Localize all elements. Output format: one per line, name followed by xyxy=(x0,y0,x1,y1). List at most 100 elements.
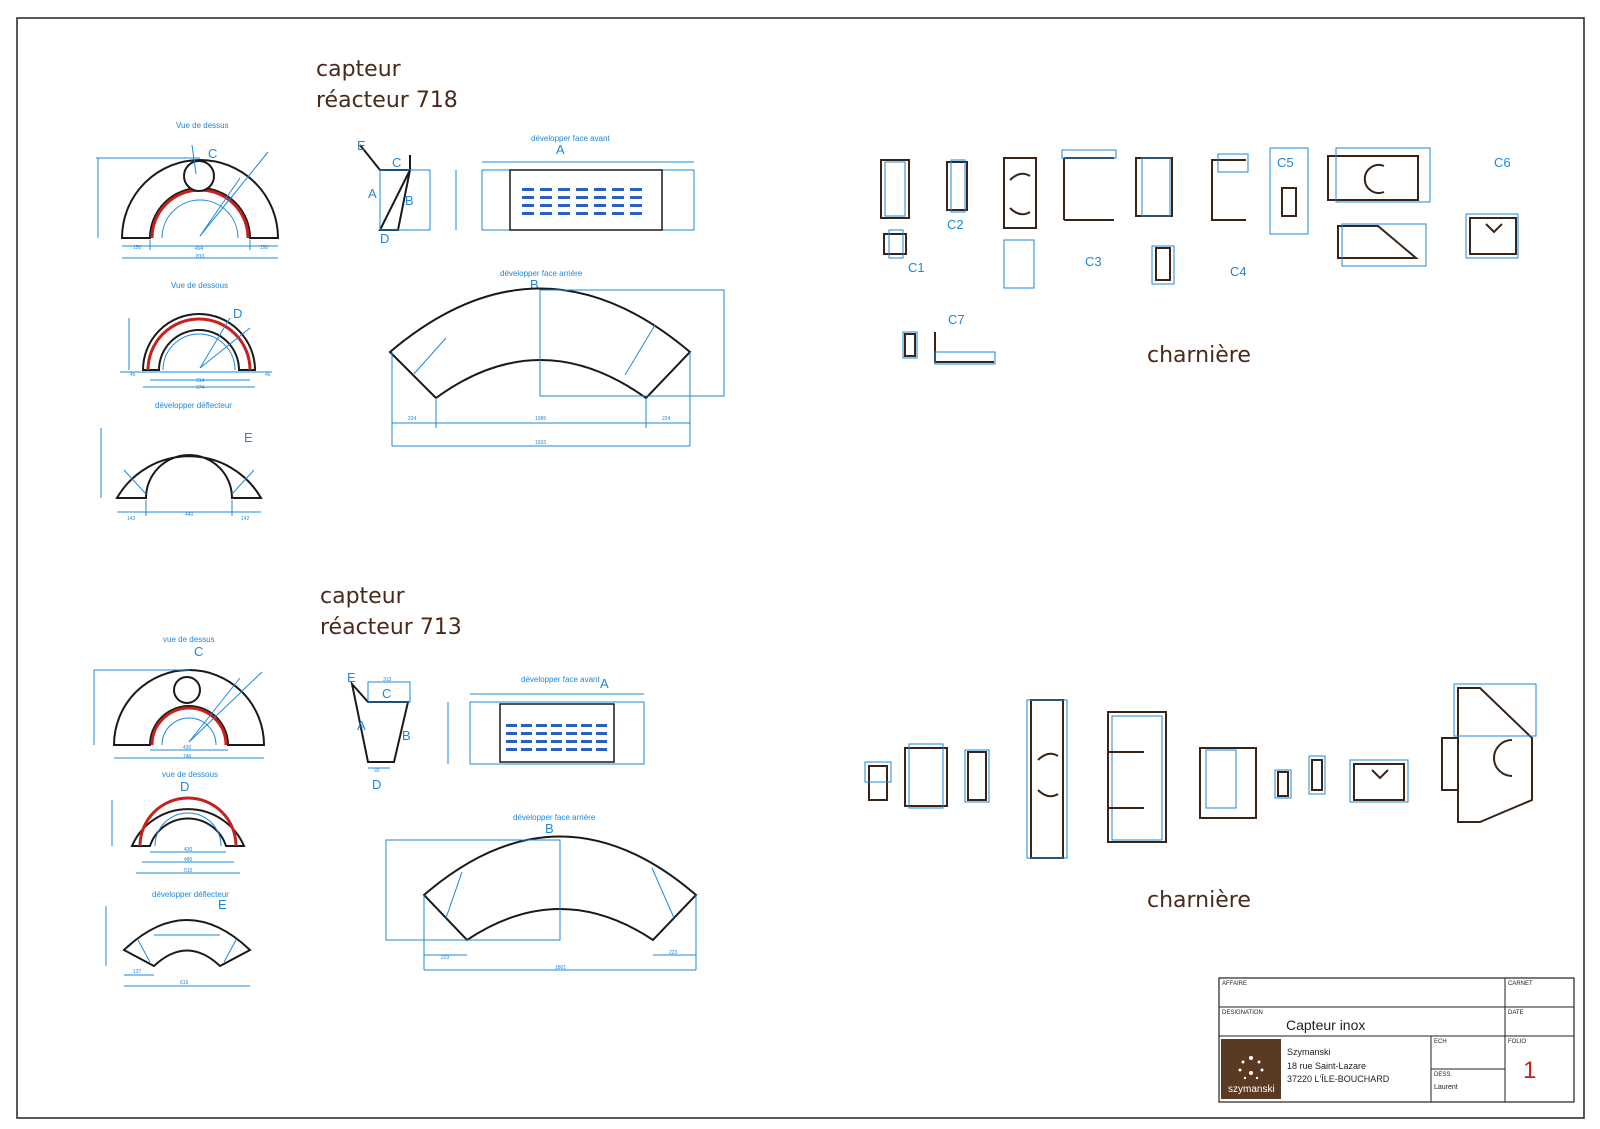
top-profile-view: E C A B D xyxy=(357,138,431,246)
top-vue-dessus-caption: Vue de dessus xyxy=(176,121,229,130)
top-title-line2: réacteur 718 xyxy=(316,88,458,113)
bottom-dim-93: 93 xyxy=(374,768,380,774)
top-profile-label-C: C xyxy=(392,155,401,170)
top-face-avant-slots xyxy=(522,188,642,215)
top-profile-label-B: B xyxy=(405,193,414,208)
bottom-dim-1801: 1801 xyxy=(555,965,566,971)
bottom-profile-label-C: C xyxy=(382,686,391,701)
top-part-C4: C4 xyxy=(1230,264,1247,279)
top-dim-1533: 1533 xyxy=(535,440,546,446)
logo-mark xyxy=(1238,1056,1264,1080)
bottom-label-E: E xyxy=(218,897,227,912)
bottom-dim-510: 510 xyxy=(184,868,193,874)
bottom-face-arriere-caption: développer face arrière xyxy=(513,813,596,822)
bottom-face-arriere: développer face arrière B 223 223 1801 xyxy=(385,813,698,971)
top-vue-dessous: Vue de dessous D 45 314 45 374 xyxy=(120,281,272,391)
bottom-face-avant-label-A: A xyxy=(600,676,609,691)
top-dim-150a: 150 xyxy=(133,245,142,251)
bottom-dim-480: 480 xyxy=(184,857,193,863)
bottom-section-reacteur-713: capteur réacteur 713 vue de dessus C 430… xyxy=(93,584,1537,987)
bottom-profile-view: 313 93 E C A B D xyxy=(347,670,411,792)
bottom-deflecteur: développer déflecteur E 137 619 xyxy=(105,890,252,987)
bottom-deflecteur-caption: développer déflecteur xyxy=(152,890,229,899)
top-deflecteur: développer déflecteur E 142 440 142 xyxy=(100,401,263,522)
bottom-vue-dessus-caption: vue de dessus xyxy=(163,635,215,644)
top-face-arriere: développer face arrière B 224 1085 224 1… xyxy=(388,269,725,447)
top-title-line1: capteur xyxy=(316,57,402,82)
top-profile-label-A: A xyxy=(368,186,377,201)
ech-label: ECH xyxy=(1434,1039,1447,1045)
affaire-label: AFFAIRE xyxy=(1222,981,1247,987)
bottom-dim-223a: 223 xyxy=(441,955,450,961)
top-part-C6: C6 xyxy=(1494,155,1511,170)
top-charniere-parts: C1 C2 C3 C4 C5 C6 xyxy=(880,147,1519,365)
top-dim-142a: 142 xyxy=(127,516,136,522)
top-label-D: D xyxy=(233,306,242,321)
top-face-avant: développer face avant A xyxy=(455,134,695,231)
top-dim-150b: 150 xyxy=(260,245,269,251)
top-dim-142b: 142 xyxy=(241,516,250,522)
company-address2: 37220 L'ÎLE-BOUCHARD xyxy=(1287,1074,1390,1084)
bottom-label-D: D xyxy=(180,779,189,794)
top-dim-314: 314 xyxy=(196,378,205,384)
top-dim-45b: 45 xyxy=(265,372,271,378)
folio-value: 1 xyxy=(1523,1057,1536,1084)
bottom-profile-label-D: D xyxy=(372,777,381,792)
bottom-vue-dessous-caption: vue de dessous xyxy=(162,770,218,779)
bottom-title-line1: capteur xyxy=(320,584,406,609)
bottom-charniere-parts xyxy=(864,683,1537,859)
dess-label: DESS. xyxy=(1434,1072,1452,1078)
bottom-dim-137: 137 xyxy=(133,969,142,975)
top-dim-1085: 1085 xyxy=(535,416,546,422)
top-part-C7: C7 xyxy=(948,312,965,327)
designation-value: Capteur inox xyxy=(1286,1017,1365,1033)
logo-text: szymanski xyxy=(1228,1084,1275,1095)
top-face-arriere-caption: développer face arrière xyxy=(500,269,583,278)
top-part-C1: C1 xyxy=(908,260,925,275)
bottom-face-avant-caption: développer face avant xyxy=(521,675,601,684)
bottom-face-avant-slots xyxy=(506,724,607,751)
bottom-dim-313: 313 xyxy=(383,677,392,683)
sheet-border xyxy=(16,17,1585,1119)
bottom-dim-746: 746 xyxy=(183,754,192,760)
bottom-face-arriere-label-B: B xyxy=(545,821,554,836)
bottom-label-C: C xyxy=(194,644,203,659)
top-label-C: C xyxy=(208,146,217,161)
designation-label: DESIGNATION xyxy=(1222,1010,1263,1016)
top-label-E: E xyxy=(244,430,253,445)
top-section-reacteur-718: capteur réacteur 718 Vue de dessus C 150… xyxy=(96,57,1519,522)
bottom-dim-430b: 430 xyxy=(184,847,193,853)
top-profile-label-D: D xyxy=(380,231,389,246)
bottom-dim-619: 619 xyxy=(180,980,189,986)
top-vue-dessus: Vue de dessus C 150 494 150 810 xyxy=(96,121,280,260)
top-charniere-title: charnière xyxy=(1147,343,1251,368)
company-address1: 18 rue Saint-Lazare xyxy=(1287,1061,1366,1071)
top-part-C5: C5 xyxy=(1277,155,1294,170)
bottom-title-line2: réacteur 713 xyxy=(320,615,462,640)
company-logo xyxy=(1221,1039,1281,1099)
top-profile-label-E: E xyxy=(357,138,366,153)
top-deflecteur-caption: développer déflecteur xyxy=(155,401,232,410)
bottom-vue-dessous: vue de dessous D 430 480 510 xyxy=(111,770,246,874)
date-label: DATE xyxy=(1508,1010,1524,1016)
top-dim-440: 440 xyxy=(185,512,194,518)
bottom-face-avant: développer face avant A xyxy=(447,675,645,765)
top-dim-374: 374 xyxy=(196,385,205,391)
top-part-C3: C3 xyxy=(1085,254,1102,269)
top-vue-dessous-caption: Vue de dessous xyxy=(171,281,228,290)
bottom-profile-label-B: B xyxy=(402,728,411,743)
top-dim-45a: 45 xyxy=(130,372,136,378)
bottom-dim-430a: 430 xyxy=(183,745,192,751)
top-face-avant-caption: développer face avant xyxy=(531,134,611,143)
bottom-dim-223b: 223 xyxy=(669,950,678,956)
bottom-profile-label-E: E xyxy=(347,670,356,685)
carnet-label: CARNET xyxy=(1508,981,1533,987)
top-dim-224b: 224 xyxy=(662,416,671,422)
folio-label: FOLIO xyxy=(1508,1039,1526,1045)
top-face-avant-label-A: A xyxy=(556,142,565,157)
top-dim-224a: 224 xyxy=(408,416,417,422)
top-part-C2: C2 xyxy=(947,217,964,232)
bottom-profile-label-A: A xyxy=(357,718,366,733)
top-dim-494: 494 xyxy=(195,246,204,252)
